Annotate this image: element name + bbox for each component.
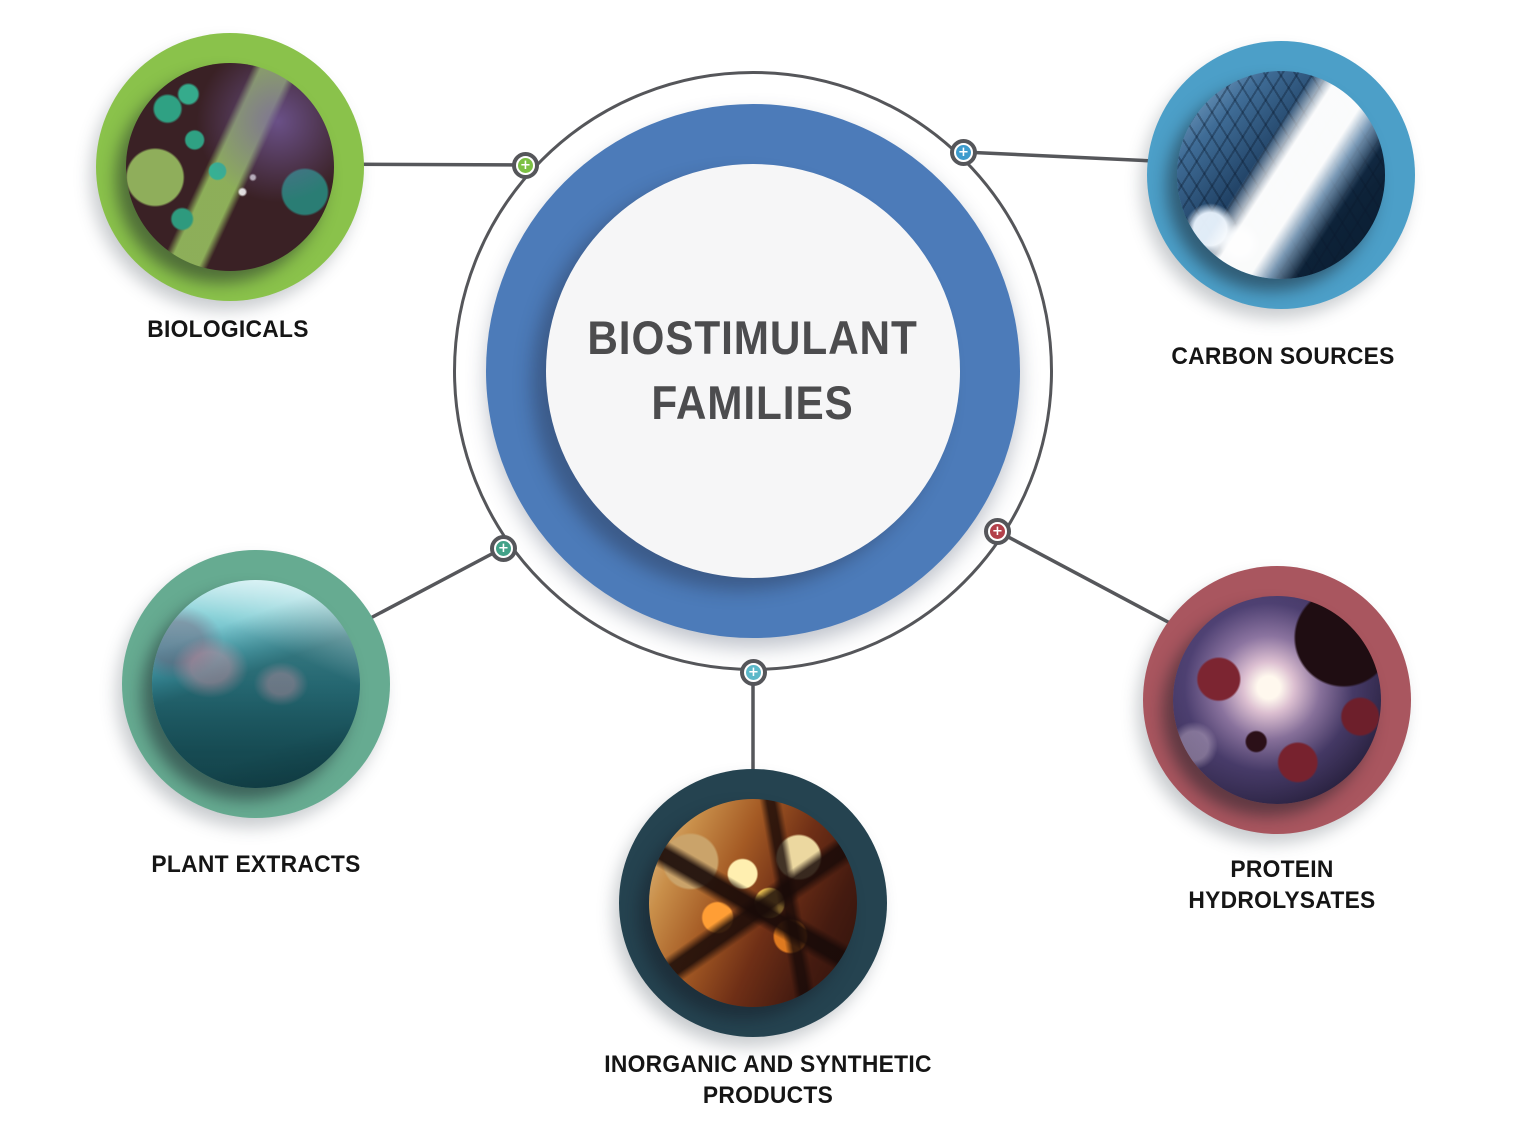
carbon-nanotube-lattice-photo [1177,71,1385,279]
abstract-orange-network-photo [649,799,857,1007]
connector-node-protein-hydrolysates[interactable]: + [984,518,1011,545]
molecule-spheres-photo [1173,596,1381,804]
biologicals-label: BIOLOGICALS [147,314,308,345]
plus-icon: + [746,665,761,680]
inorganic-products-label-line1: INORGANIC AND SYNTHETIC [604,1051,932,1078]
underwater-kelp-photo [152,580,360,788]
connector-node-biologicals[interactable]: + [512,152,539,179]
satellite-plant-extracts[interactable] [122,550,390,818]
connector-node-carbon-sources[interactable]: + [950,139,977,166]
biologicals-label-line1: BIOLOGICALS [147,316,309,343]
plus-icon: + [496,541,511,556]
plus-icon: + [990,524,1005,539]
hub-inner-circle: BIOSTIMULANT FAMILIES [546,164,960,578]
plant-extracts-label: PLANT EXTRACTS [151,849,360,880]
carbon-sources-label-line1: CARBON SOURCES [1171,343,1395,370]
satellite-biologicals[interactable] [96,33,364,301]
protein-hydrolysates-label: PROTEIN HYDROLYSATES [1188,854,1375,916]
protein-hydrolysates-label-line1: PROTEIN [1230,856,1334,883]
satellite-protein-hydrolysates[interactable] [1143,566,1411,834]
microbes-microscopy-photo [126,63,334,271]
protein-hydrolysates-label-line2: HYDROLYSATES [1188,887,1376,914]
inorganic-products-label: INORGANIC AND SYNTHETIC PRODUCTS [604,1049,931,1111]
diagram-title: BIOSTIMULANT FAMILIES [588,306,918,436]
inorganic-products-label-line2: PRODUCTS [702,1082,834,1109]
satellite-carbon-sources[interactable] [1147,41,1415,309]
diagram-title-line2: FAMILIES [651,376,855,429]
satellite-inorganic-products[interactable] [619,769,887,1037]
diagram-title-line1: BIOSTIMULANT [587,311,919,365]
connector-node-inorganic-products[interactable]: + [740,659,767,686]
plus-icon: + [518,158,533,173]
connector-node-plant-extracts[interactable]: + [490,535,517,562]
plus-icon: + [956,145,971,160]
plant-extracts-label-line1: PLANT EXTRACTS [151,851,361,878]
carbon-sources-label: CARBON SOURCES [1171,341,1394,372]
